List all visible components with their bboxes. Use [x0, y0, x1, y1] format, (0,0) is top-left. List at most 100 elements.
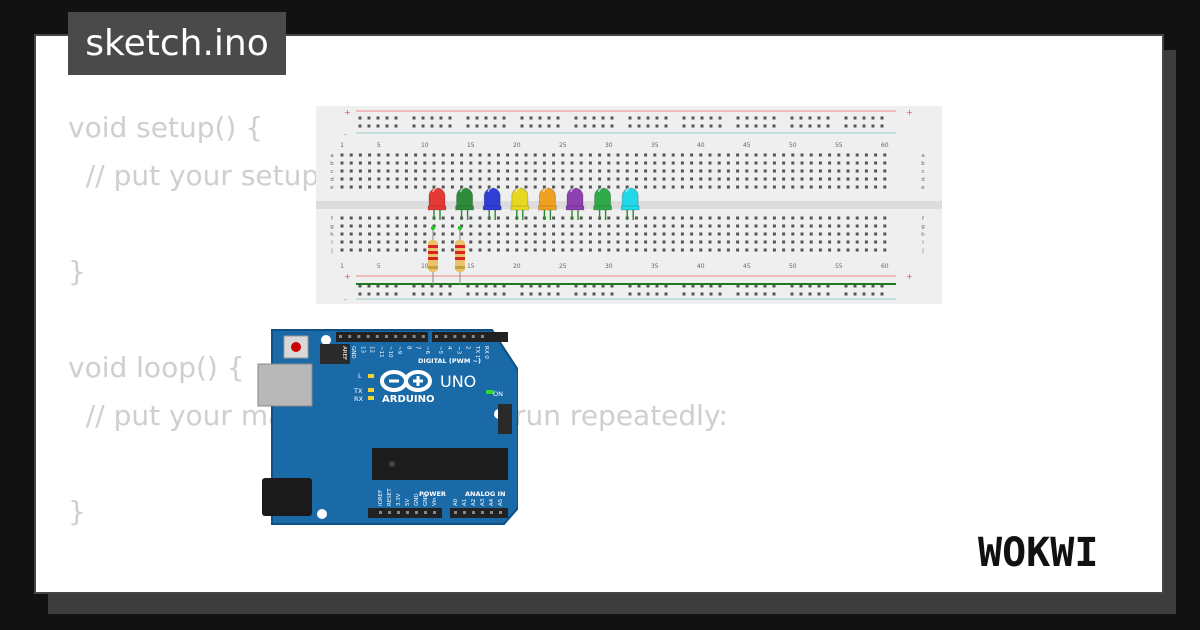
analog-label: ANALOG IN	[465, 490, 505, 498]
rail-hole	[745, 124, 749, 128]
led-yellow-icon[interactable]	[510, 187, 530, 220]
rail-hole	[808, 292, 812, 296]
column-number: 45	[743, 142, 751, 149]
led-blue-icon[interactable]	[482, 187, 502, 220]
led-cyan-icon[interactable]	[620, 187, 640, 220]
rail-hole	[583, 116, 587, 120]
breadboard-hole	[570, 169, 574, 173]
rail-hole	[754, 124, 758, 128]
led-red-icon[interactable]	[427, 187, 447, 220]
column-number: 5	[377, 142, 381, 149]
breadboard-hole	[423, 240, 427, 244]
led-purple-icon[interactable]	[565, 187, 585, 220]
breadboard-hole	[772, 216, 776, 220]
breadboard-hole	[809, 161, 813, 165]
breadboard-hole	[736, 216, 740, 220]
breadboard-hole	[450, 177, 454, 181]
rail-hole	[799, 124, 803, 128]
breadboard-hole	[414, 232, 418, 236]
mount-hole	[317, 509, 327, 519]
breadboard-hole	[791, 216, 795, 220]
rail-hole	[709, 284, 713, 288]
breadboard-hole	[487, 240, 491, 244]
breadboard-hole	[782, 240, 786, 244]
rail-hole	[421, 124, 425, 128]
breadboard-hole	[846, 169, 850, 173]
breadboard-hole	[561, 224, 565, 228]
breadboard-hole	[690, 232, 694, 236]
usb-port-icon	[257, 363, 313, 407]
led-orange-icon[interactable]	[537, 187, 557, 220]
rail-hole	[430, 116, 434, 120]
breadboard-hole	[864, 153, 868, 157]
rail-hole	[376, 116, 380, 120]
led-green-icon[interactable]	[593, 187, 613, 220]
rail-hole	[871, 284, 875, 288]
breadboard-hole	[883, 224, 887, 228]
breadboard-hole	[432, 161, 436, 165]
breadboard-hole	[874, 161, 878, 165]
mount-hole	[321, 335, 331, 345]
breadboard-hole	[671, 232, 675, 236]
breadboard-hole	[653, 161, 657, 165]
breadboard-hole	[745, 177, 749, 181]
breadboard-hole	[662, 232, 666, 236]
breadboard-hole	[791, 161, 795, 165]
breadboard-hole	[828, 232, 832, 236]
resistor-band	[428, 257, 438, 260]
breadboard-hole	[772, 240, 776, 244]
rail-hole	[646, 284, 650, 288]
breadboard-hole	[552, 248, 556, 252]
breadboard-hole	[598, 177, 602, 181]
breadboard-hole	[552, 153, 556, 157]
rail-hole	[763, 292, 767, 296]
breadboard-hole	[506, 153, 510, 157]
breadboard-hole	[782, 169, 786, 173]
breadboard-hole	[726, 224, 730, 228]
breadboard-hole	[846, 232, 850, 236]
breadboard-hole	[772, 177, 776, 181]
breadboard-hole	[533, 216, 537, 220]
pin-label: ~6	[424, 346, 430, 355]
breadboard-hole	[368, 177, 372, 181]
breadboard-hole	[800, 232, 804, 236]
breadboard-hole	[644, 177, 648, 181]
breadboard-hole	[441, 224, 445, 228]
connection-dot	[457, 225, 463, 231]
pin-label: ~10	[387, 346, 393, 358]
rail-hole	[556, 116, 560, 120]
breadboard-hole	[579, 185, 583, 189]
breadboard-hole	[763, 216, 767, 220]
rail-hole	[547, 124, 551, 128]
rail-hole	[682, 292, 686, 296]
breadboard-hole	[441, 185, 445, 189]
row-letter: i	[331, 240, 333, 246]
rail-hole	[421, 284, 425, 288]
header-pin	[403, 335, 407, 338]
breadboard-hole	[883, 240, 887, 244]
breadboard-hole	[791, 177, 795, 181]
led-green-icon[interactable]	[455, 187, 475, 220]
rail-hole	[439, 292, 443, 296]
breadboard-hole	[736, 153, 740, 157]
breadboard-hole	[487, 161, 491, 165]
rail-hole	[628, 124, 632, 128]
breadboard-hole	[708, 153, 712, 157]
breadboard-hole	[524, 177, 528, 181]
breadboard-hole	[818, 240, 822, 244]
column-number: 1	[340, 142, 344, 149]
breadboard-hole	[782, 216, 786, 220]
rail-hole	[547, 284, 551, 288]
breadboard-hole	[469, 169, 473, 173]
breadboard-hole	[432, 224, 436, 228]
rail-hole	[763, 124, 767, 128]
breadboard-hole	[441, 248, 445, 252]
rail-plus-mark: +	[906, 108, 913, 117]
rail-hole	[610, 116, 614, 120]
breadboard-hole	[837, 224, 841, 228]
rail-hole	[655, 292, 659, 296]
row-letter: b	[330, 161, 334, 167]
breadboard-hole	[432, 169, 436, 173]
breadboard-hole	[404, 177, 408, 181]
file-tab[interactable]: sketch.ino	[68, 12, 286, 75]
